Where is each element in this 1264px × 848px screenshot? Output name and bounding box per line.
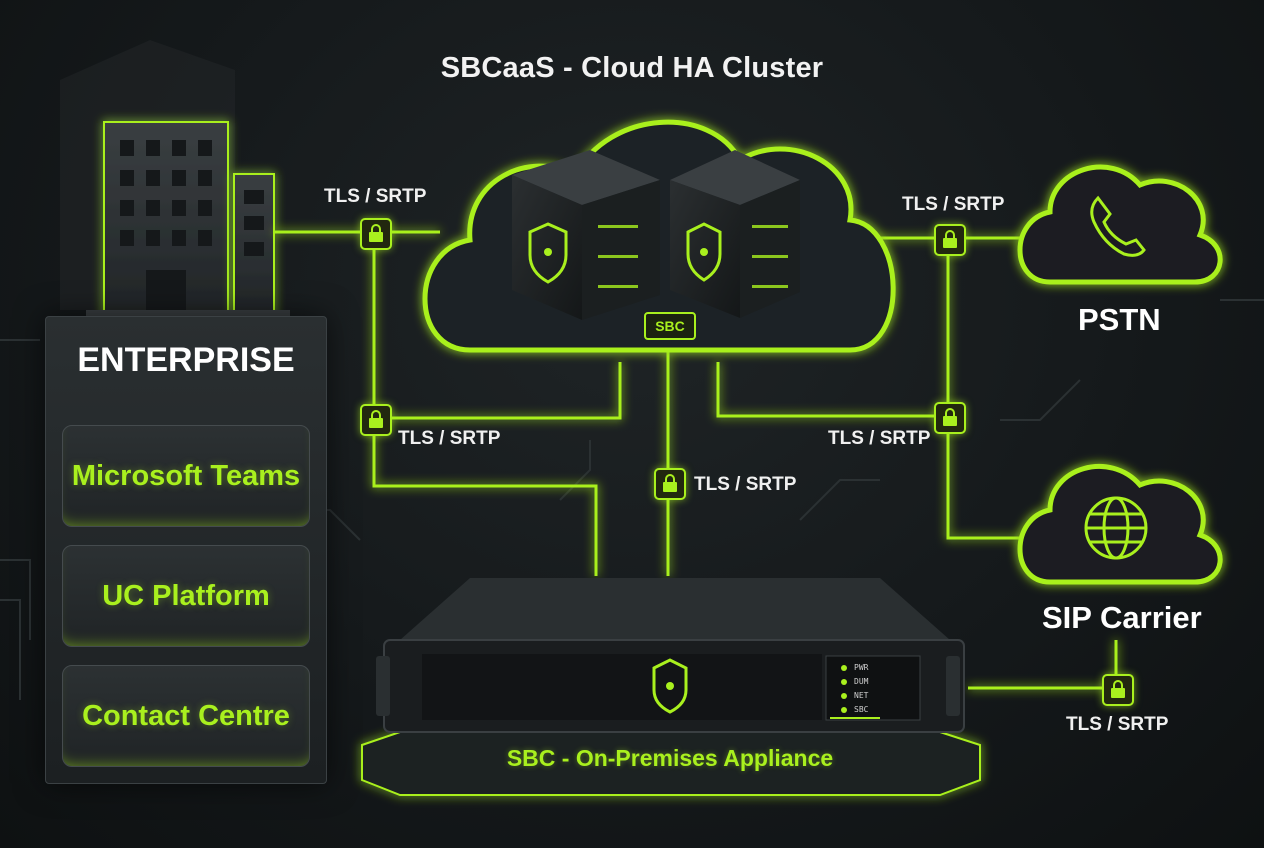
led-label: NET	[854, 691, 869, 700]
server-icon	[512, 150, 660, 320]
lock-icon	[360, 404, 392, 436]
enterprise-item-contact-centre[interactable]: Contact Centre	[62, 665, 310, 767]
appliance-label: SBC - On-Premises Appliance	[506, 745, 834, 771]
link-label-enterprise-cloud: TLS / SRTP	[324, 186, 427, 207]
link-label-cloud-sip-carrier: TLS / SRTP	[828, 428, 931, 449]
link-label-appliance-sip-carrier: TLS / SRTP	[1066, 714, 1169, 735]
enterprise-panel: ENTERPRISE Microsoft Teams UC Platform C…	[45, 316, 327, 784]
enterprise-title: ENTERPRISE	[77, 341, 295, 379]
lock-icon	[934, 402, 966, 434]
lock-icon	[360, 218, 392, 250]
background-circuit-traces	[0, 299, 1264, 700]
link-label-enterprise-appliance: TLS / SRTP	[398, 428, 501, 449]
connection-lines	[274, 230, 1118, 690]
lock-icon	[654, 468, 686, 500]
sip-carrier-cloud-icon	[1017, 463, 1223, 585]
cloud-cluster-title: SBCaaS - Cloud HA Cluster	[440, 52, 824, 84]
link-label-cloud-pstn: TLS / SRTP	[902, 194, 1005, 215]
link-label-cloud-appliance: TLS / SRTP	[694, 474, 797, 495]
enterprise-item-uc-platform[interactable]: UC Platform	[62, 545, 310, 647]
globe-icon	[1084, 496, 1148, 560]
shield-icon	[652, 658, 688, 714]
led-label: PWR	[854, 663, 869, 672]
led-label: SBC	[854, 705, 869, 714]
appliance-icon	[361, 578, 981, 796]
building-icon	[86, 121, 290, 323]
lock-icon	[934, 224, 966, 256]
phone-icon	[1090, 195, 1146, 257]
shield-icon	[686, 222, 722, 282]
shield-icon	[528, 222, 568, 284]
pstn-cloud-icon	[1017, 164, 1223, 285]
pstn-label: PSTN	[1078, 302, 1161, 337]
server-icon	[670, 150, 800, 318]
enterprise-item-microsoft-teams[interactable]: Microsoft Teams	[62, 425, 310, 527]
lock-icon	[1102, 674, 1134, 706]
sip-carrier-label: SIP Carrier	[1042, 600, 1202, 635]
cloud-sbc-tag: SBC	[644, 312, 696, 340]
led-label: DUM	[854, 677, 869, 686]
